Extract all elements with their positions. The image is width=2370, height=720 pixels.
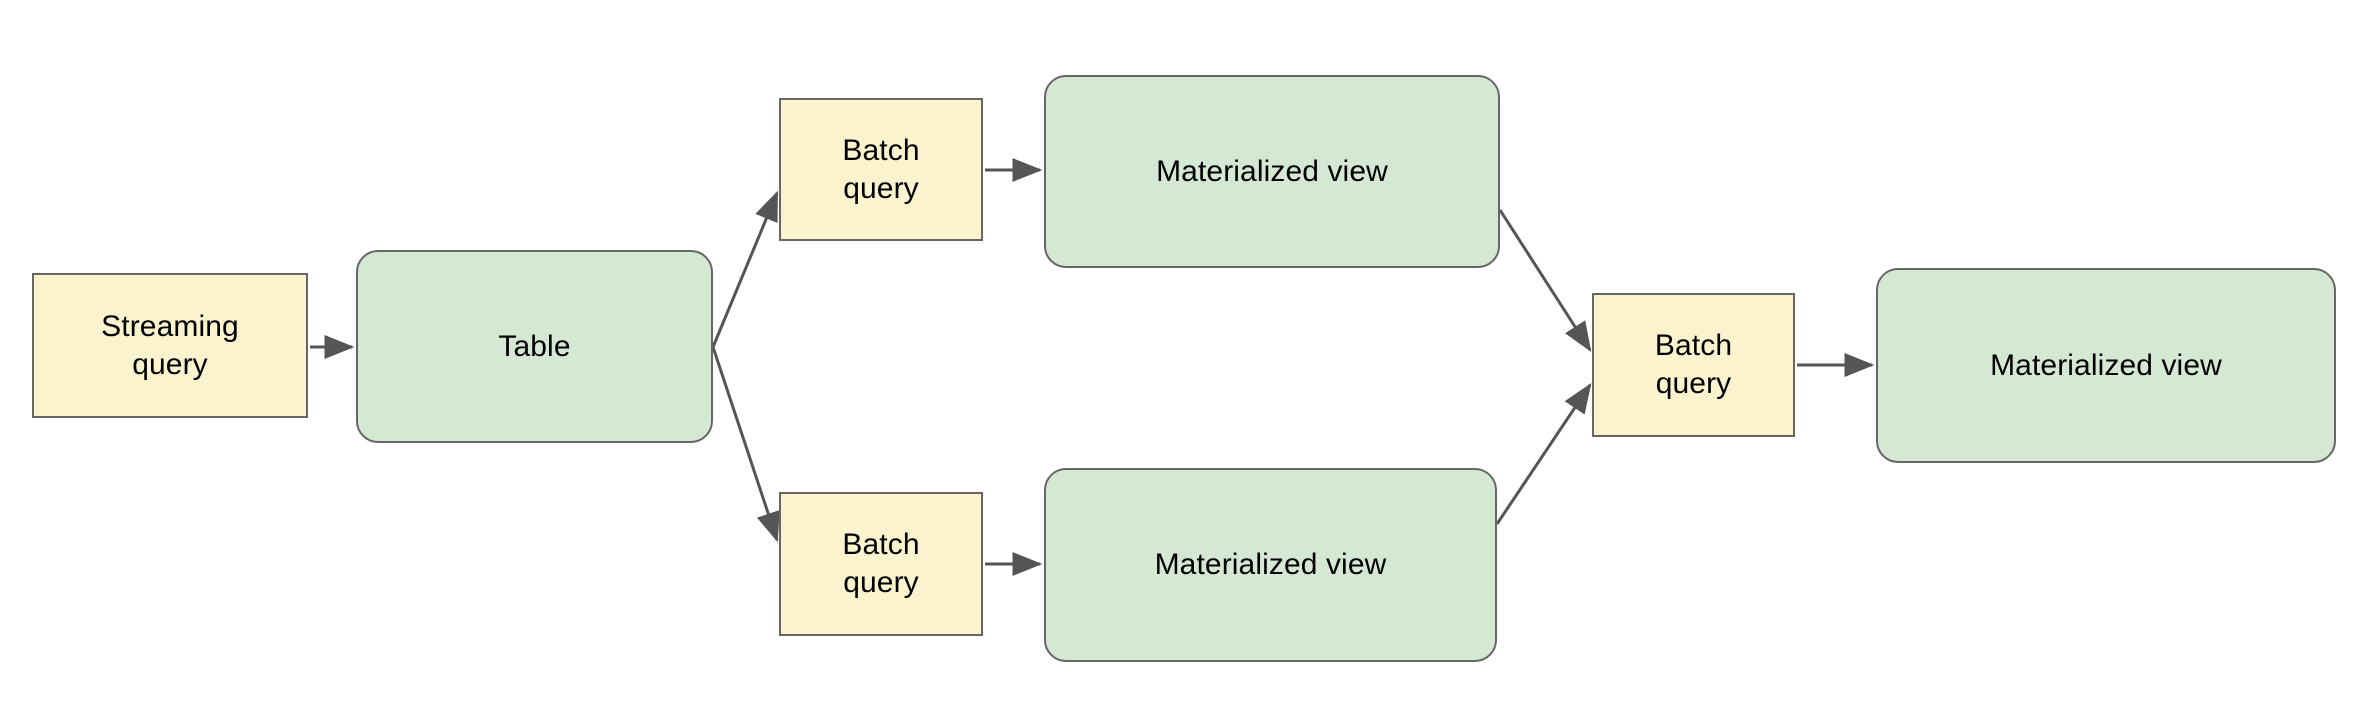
node-materialized-view-right-label: Materialized view bbox=[1990, 348, 2222, 382]
node-table-label: Table bbox=[498, 329, 571, 363]
node-batch-query-bottom-label: Batch query bbox=[842, 528, 920, 599]
node-table[interactable]: Table bbox=[356, 250, 713, 443]
node-materialized-view-bottom[interactable]: Materialized view bbox=[1044, 468, 1497, 662]
node-batch-query-center-label: Batch query bbox=[1654, 329, 1733, 400]
edge-table-to-batch-bottom bbox=[711, 346, 780, 543]
edge-table-to-batch-top bbox=[711, 190, 779, 348]
node-streaming-query-label: Streaming query bbox=[101, 309, 239, 381]
node-materialized-view-bottom-label: Materialized view bbox=[1154, 548, 1387, 581]
node-batch-query-center[interactable]: Batch query bbox=[1592, 293, 1795, 437]
node-materialized-view-right[interactable]: Materialized view bbox=[1876, 268, 2336, 463]
node-batch-query-top-label: Batch query bbox=[842, 133, 920, 205]
node-batch-query-bottom[interactable]: Batch query bbox=[779, 492, 983, 636]
edge-mv-top-to-batch-center bbox=[1498, 209, 1592, 353]
node-materialized-view-top[interactable]: Materialized view bbox=[1044, 75, 1500, 268]
node-streaming-query[interactable]: Streaming query bbox=[32, 273, 308, 418]
node-batch-query-top[interactable]: Batch query bbox=[779, 98, 983, 241]
node-materialized-view-top-label: Materialized view bbox=[1156, 154, 1388, 188]
edge-mv-bottom-to-batch-center bbox=[1495, 383, 1592, 525]
